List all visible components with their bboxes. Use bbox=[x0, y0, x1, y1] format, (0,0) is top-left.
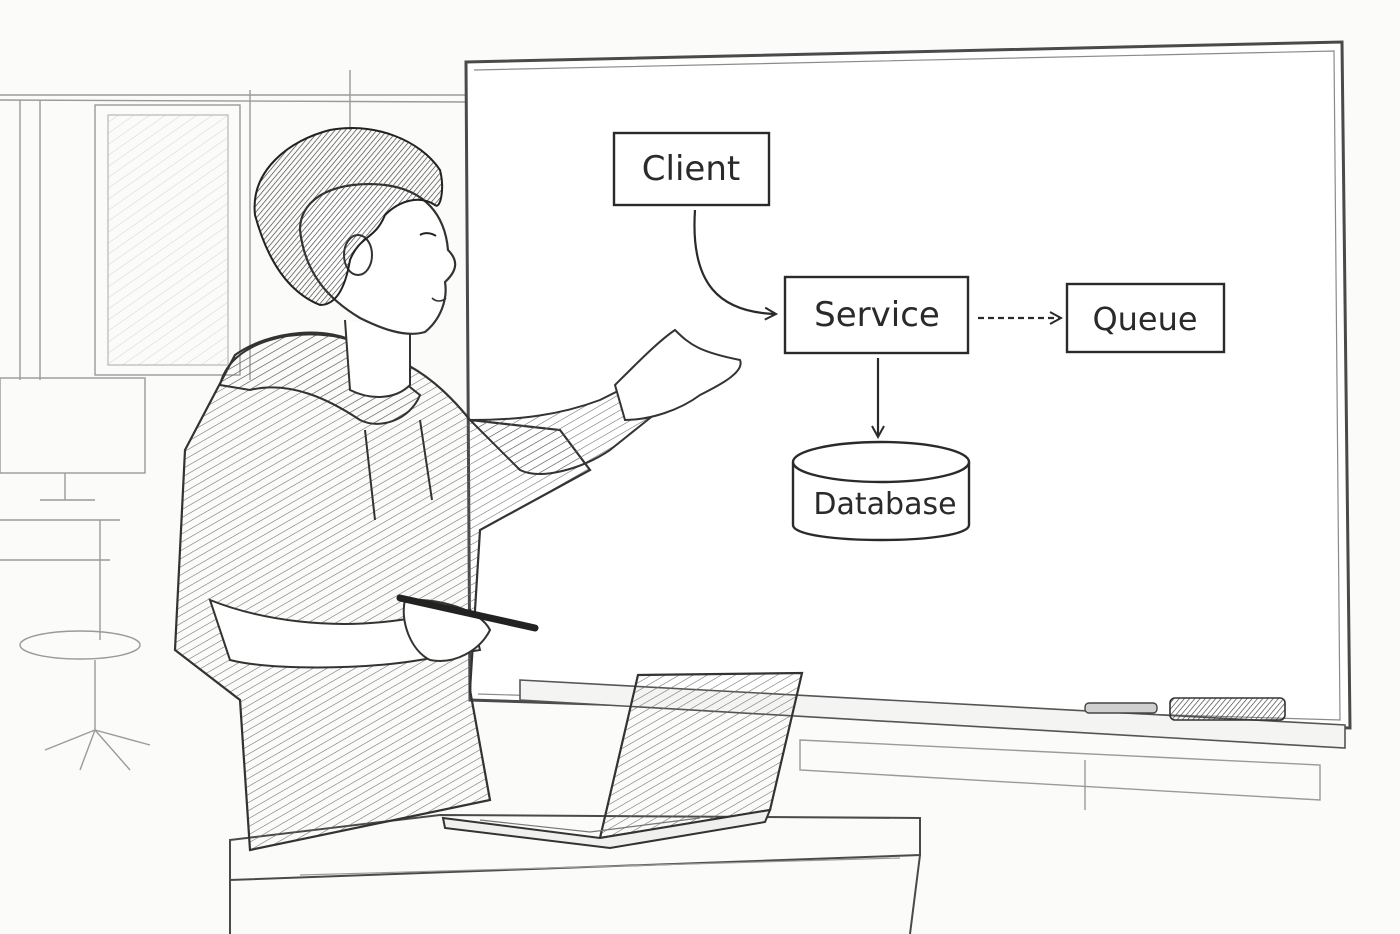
desk bbox=[229, 813, 921, 934]
marker-pen bbox=[396, 594, 539, 632]
node-queue-label: Queue bbox=[1092, 300, 1197, 338]
background-room bbox=[0, 70, 471, 771]
open-hand bbox=[613, 328, 742, 422]
presenter-person bbox=[173, 127, 742, 852]
edge-client-service bbox=[693, 209, 775, 314]
node-client: Client bbox=[612, 131, 771, 207]
node-service: Service bbox=[783, 275, 970, 355]
node-database-label: Database bbox=[813, 487, 956, 522]
eraser-icon bbox=[1169, 697, 1286, 721]
laptop bbox=[441, 671, 804, 850]
node-client-label: Client bbox=[642, 149, 740, 189]
architecture-diagram: Client Service Queue Database bbox=[612, 131, 1226, 542]
node-database: Database bbox=[791, 440, 971, 542]
node-service-label: Service bbox=[814, 295, 940, 335]
node-queue: Queue bbox=[1065, 282, 1226, 354]
marker-on-tray bbox=[1084, 702, 1158, 714]
